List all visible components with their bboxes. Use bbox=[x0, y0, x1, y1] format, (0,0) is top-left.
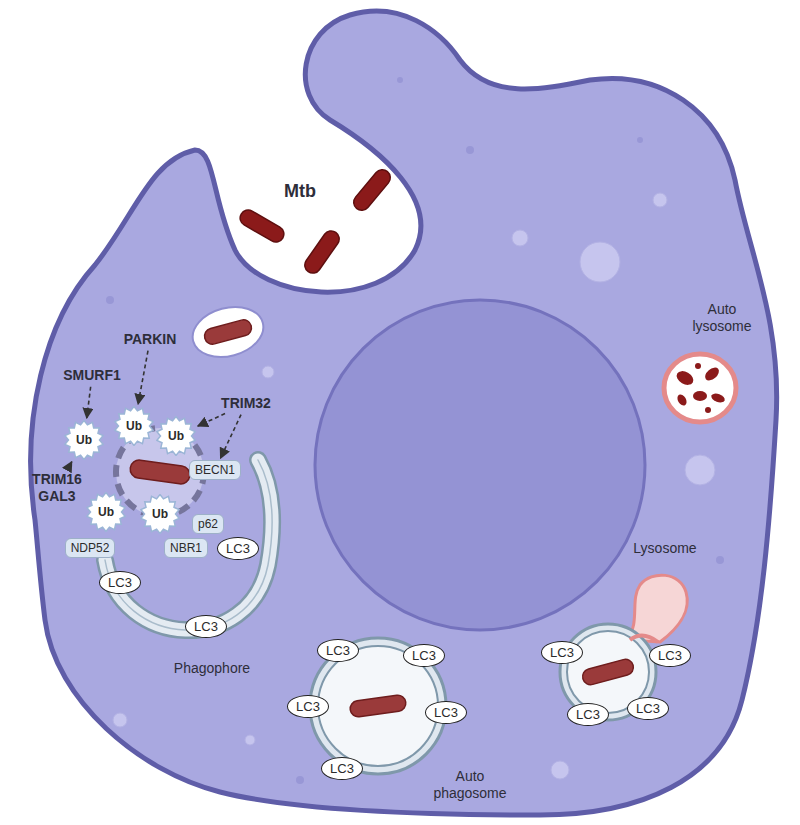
node-text: Ub bbox=[76, 433, 92, 447]
protein-label: TRIM32 bbox=[221, 395, 271, 413]
lc3-marker: LC3 bbox=[649, 644, 691, 667]
node-text: TRIM32 bbox=[221, 395, 271, 413]
lc3-marker: LC3 bbox=[541, 641, 583, 664]
autophagosome bbox=[310, 638, 446, 774]
ubiquitin-outline bbox=[141, 495, 179, 534]
node-text: p62 bbox=[198, 517, 218, 531]
adaptor-box: NBR1 bbox=[164, 538, 208, 558]
node-text: SMURF1 bbox=[63, 367, 121, 385]
macrophage-cell bbox=[31, 11, 777, 815]
lysosome-label: Lysosome bbox=[620, 540, 710, 557]
ubiquitin-outline bbox=[157, 417, 195, 456]
lc3-marker: LC3 bbox=[217, 537, 259, 560]
small-dots bbox=[106, 77, 724, 784]
phagosome bbox=[187, 300, 269, 365]
protein-label: PARKIN bbox=[124, 331, 177, 349]
phagophore-label: Phagophore bbox=[157, 660, 267, 677]
mtb-label: Mtb bbox=[270, 181, 330, 203]
ubiquitin-tag: Ub bbox=[114, 406, 154, 446]
lc3-marker: LC3 bbox=[287, 695, 329, 718]
lc3-marker: LC3 bbox=[185, 615, 227, 638]
ubiquitin-tag: Ub bbox=[140, 494, 180, 534]
dashed-arrow bbox=[138, 351, 148, 404]
node-text: NDP52 bbox=[71, 541, 110, 555]
mtb-bacteria bbox=[237, 166, 393, 276]
ubiquitin-tag: Ub bbox=[156, 416, 196, 456]
dashed-arrow bbox=[68, 462, 72, 469]
ubiquitin-tag: Ub bbox=[64, 420, 104, 460]
lc3-marker: LC3 bbox=[321, 757, 363, 780]
node-text: LC3 bbox=[326, 643, 350, 658]
lc3-marker: LC3 bbox=[425, 701, 467, 724]
lc3-marker: LC3 bbox=[627, 697, 669, 720]
node-text: Ub bbox=[152, 507, 168, 521]
node-text: LC3 bbox=[550, 645, 574, 660]
node-text: LC3 bbox=[434, 705, 458, 720]
lc3-marker: LC3 bbox=[99, 571, 141, 594]
ubiquitin-outline bbox=[115, 407, 153, 446]
node-text: Ub bbox=[98, 505, 114, 519]
autolysosome-label: Auto lysosome bbox=[682, 301, 762, 335]
node-text: LC3 bbox=[108, 575, 132, 590]
node-text: NBR1 bbox=[170, 541, 202, 555]
lc3-marker: LC3 bbox=[317, 639, 359, 662]
node-text: LC3 bbox=[658, 648, 682, 663]
node-text: LC3 bbox=[330, 761, 354, 776]
autolysosome bbox=[664, 354, 736, 422]
node-text: BECN1 bbox=[195, 463, 235, 477]
node-text: PARKIN bbox=[124, 331, 177, 349]
dashed-arrow bbox=[87, 387, 91, 418]
node-text: LC3 bbox=[412, 648, 436, 663]
ubiquitin-outline bbox=[87, 493, 125, 532]
adaptor-box: NDP52 bbox=[65, 538, 116, 558]
node-text: LC3 bbox=[296, 699, 320, 714]
autophagosome-label: Auto phagosome bbox=[425, 768, 515, 802]
node-text: Ub bbox=[126, 419, 142, 433]
lc3-marker: LC3 bbox=[567, 703, 609, 726]
protein-label: SMURF1 bbox=[63, 367, 121, 385]
node-text: TRIM16 bbox=[32, 471, 82, 489]
dashed-arrow bbox=[198, 414, 225, 426]
node-text: LC3 bbox=[576, 707, 600, 722]
node-text: Ub bbox=[168, 429, 184, 443]
ubiquitin-outline bbox=[65, 421, 103, 460]
dashed-arrow bbox=[221, 415, 241, 459]
node-text: LC3 bbox=[194, 619, 218, 634]
nucleus bbox=[315, 300, 645, 630]
ubiquitin-tag: Ub bbox=[86, 492, 126, 532]
adaptor-box: p62 bbox=[192, 514, 224, 534]
node-text: LC3 bbox=[636, 701, 660, 716]
protein-label: TRIM16GAL3 bbox=[32, 471, 82, 506]
vesicles bbox=[113, 193, 715, 779]
adaptor-box: BECN1 bbox=[189, 460, 241, 480]
node-text: GAL3 bbox=[32, 488, 82, 506]
lc3-marker: LC3 bbox=[403, 644, 445, 667]
node-text: LC3 bbox=[226, 541, 250, 556]
